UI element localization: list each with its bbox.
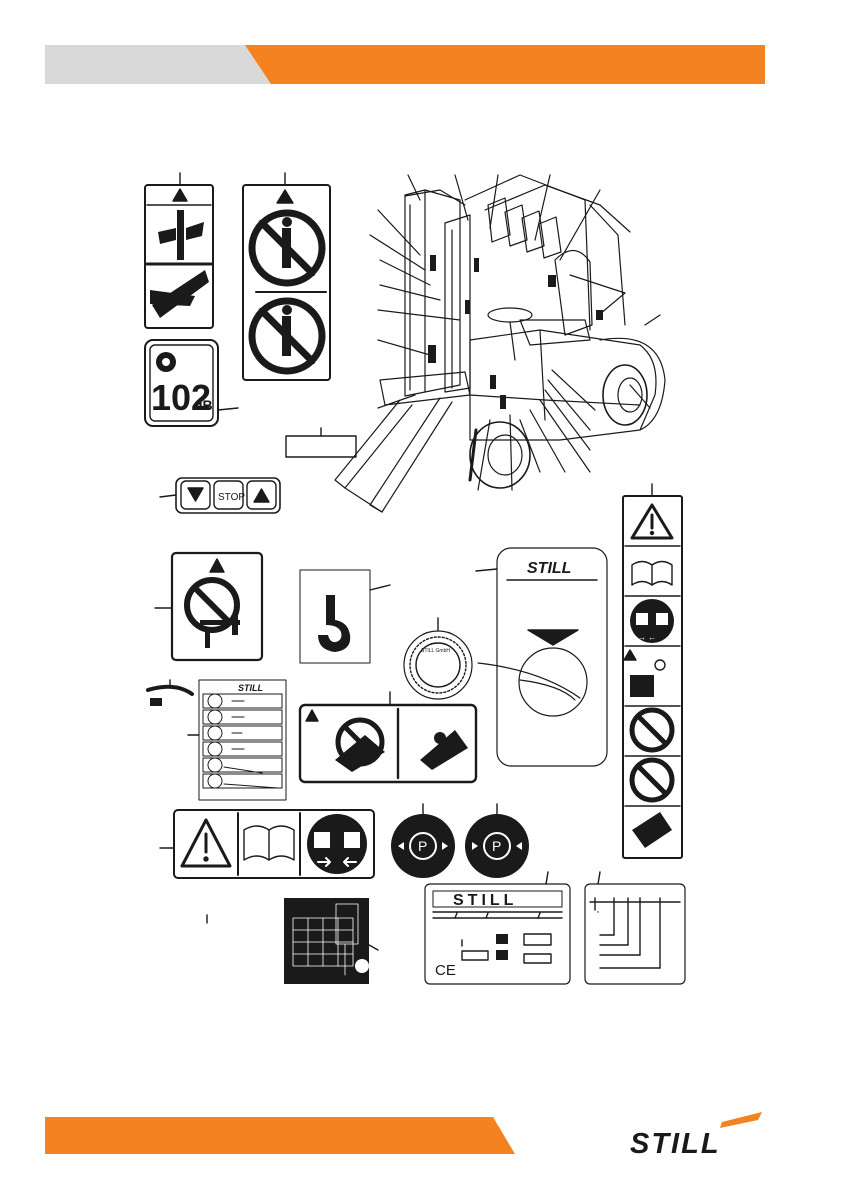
arrow-down-icon [188,488,203,501]
plug-brand: STILL [238,683,263,693]
hook-label [300,570,390,663]
parking-brake-release-badge: P [391,804,455,878]
read-manual-label [160,810,374,878]
still-logo-icon: STILL [630,1108,770,1158]
type-plate-brand: STILL [453,892,517,909]
still-footer-logo: STILL [630,1108,770,1158]
plate-brand: STILL [527,560,571,577]
vertical-safety-label: → ← [623,484,682,858]
horn-icon [156,352,176,372]
cable-tie [148,680,192,706]
warning-triangle-icon [306,710,318,721]
tip-over-icon [632,812,672,848]
no-standing-under-fork-label [243,173,330,380]
noise-unit: dB [194,397,213,413]
serial-number-plate [585,872,685,984]
warning-triangle-icon [210,559,224,572]
lift-control-label: STOP [160,478,280,513]
forklift-drawing [335,175,665,512]
footer-logo-text: STILL [630,1128,721,1158]
warning-triangle-icon [277,190,293,203]
noise-level-label: 102 dB [145,340,238,426]
ce-mark: CE [435,962,456,979]
crush-hand-warning-label [145,173,213,328]
stop-text: STOP [218,492,245,503]
svg-text:→ ←: → ← [638,633,656,642]
arrow-up-icon [254,489,269,502]
svg-text:P: P [418,838,427,854]
hook-icon [318,595,350,652]
battery-plug-label: STILL [188,680,286,800]
blank-plate-label [286,428,356,457]
svg-text:P: P [492,838,501,854]
tip-over-label [300,692,476,782]
seatbelt-icon: → ← [630,599,674,643]
no-person-under-fork-icon [252,213,326,371]
footer-orange-band [45,1117,515,1154]
load-chart-plate [284,898,378,984]
still-inspection-plate: STILL [476,548,607,766]
seal-text: STILL GmbH [421,648,450,654]
warning-triangle-icon [173,189,187,201]
seatbelt-icon [307,814,367,874]
parking-brake-apply-badge: P [465,804,529,878]
driver-warning-label [155,553,262,660]
type-plate: STILL CE [425,872,570,984]
